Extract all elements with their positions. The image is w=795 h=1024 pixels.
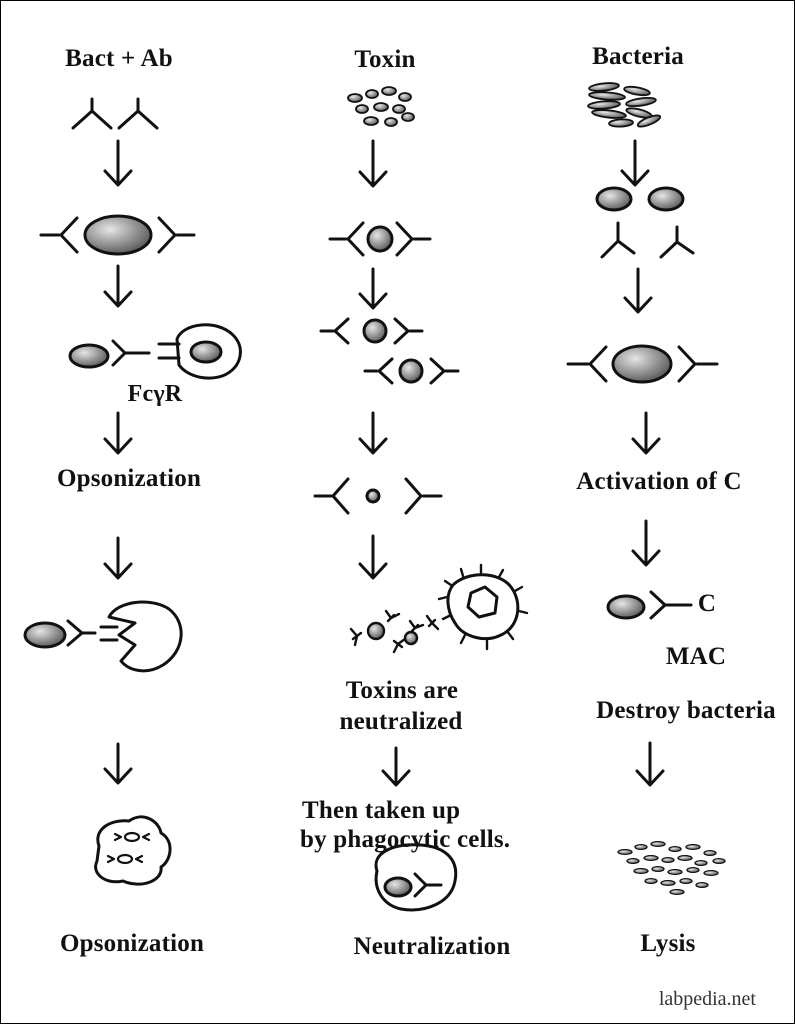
mac-label: MAC — [665, 643, 727, 670]
antibody-small-toxin-icon — [313, 477, 443, 515]
antibody-coated-bacterium-icon — [566, 344, 719, 384]
column-header-bact-ab: Bact + Ab — [65, 45, 173, 72]
complement-label-c: C — [697, 590, 717, 617]
arrow-down-icon — [358, 411, 388, 455]
antibody-coated-bacterium-icon — [39, 214, 196, 256]
final-label-opsonization: Opsonization — [59, 930, 205, 957]
phagocytosed-bacteria-icon — [94, 815, 172, 886]
arrow-down-icon — [358, 139, 388, 188]
arrow-down-icon — [620, 139, 650, 187]
arrow-down-icon — [631, 519, 661, 567]
arrow-down-icon — [103, 742, 133, 785]
destroy-bacteria-label: Destroy bacteria — [596, 697, 776, 724]
step-label-toxins-are: Toxins are — [345, 677, 459, 704]
step-label-opsonization: Opsonization — [56, 465, 202, 492]
uptake-label-line1: Then taken up — [302, 797, 461, 824]
step-label-neutralized: neutralized — [339, 708, 463, 735]
complement-binding-icon — [606, 590, 693, 620]
neutralized-toxins-icon — [349, 609, 440, 654]
arrow-down-icon — [623, 267, 653, 314]
arrow-down-icon — [103, 139, 133, 187]
column-header-toxin: Toxin — [354, 46, 416, 73]
column-neutralization — [313, 86, 529, 912]
toxin-antibody-complexes-icon — [319, 317, 460, 385]
bacteria-cluster-icon — [587, 82, 662, 128]
step-label-activation-of-c: Activation of C — [576, 468, 742, 495]
antibody-bound-toxin-icon — [328, 221, 432, 257]
arrow-down-icon — [358, 267, 388, 310]
bacteria-and-antibodies-icon — [595, 186, 695, 259]
fc-receptor-binding-icon — [68, 323, 242, 380]
antibody-pair-icon — [71, 97, 159, 130]
lysed-bacteria-fragments-icon — [617, 840, 726, 896]
flow-arrows — [103, 139, 665, 787]
footer-watermark: labpedia.net — [658, 988, 756, 1010]
final-label-lysis: Lysis — [640, 930, 696, 957]
uptake-label-line2: by phagocytic cells. — [300, 826, 511, 853]
arrow-down-icon — [635, 741, 665, 787]
arrow-down-icon — [381, 746, 411, 787]
column-lysis — [566, 82, 726, 896]
toxin-cluster-icon — [347, 86, 415, 127]
column-opsonization — [23, 97, 242, 886]
column-header-bacteria: Bacteria — [592, 43, 684, 70]
arrow-down-icon — [103, 264, 133, 308]
phagocytic-cell-icon — [437, 563, 529, 651]
phagocyte-engulfing-icon — [23, 600, 183, 673]
receptor-label-fcgr: FcγR — [127, 381, 183, 407]
arrow-down-icon — [631, 411, 661, 455]
arrow-down-icon — [103, 536, 133, 580]
arrow-down-icon — [103, 411, 133, 455]
final-label-neutralization: Neutralization — [353, 933, 511, 960]
arrow-down-icon — [358, 534, 388, 580]
phagocyte-with-complex-icon — [374, 843, 458, 912]
